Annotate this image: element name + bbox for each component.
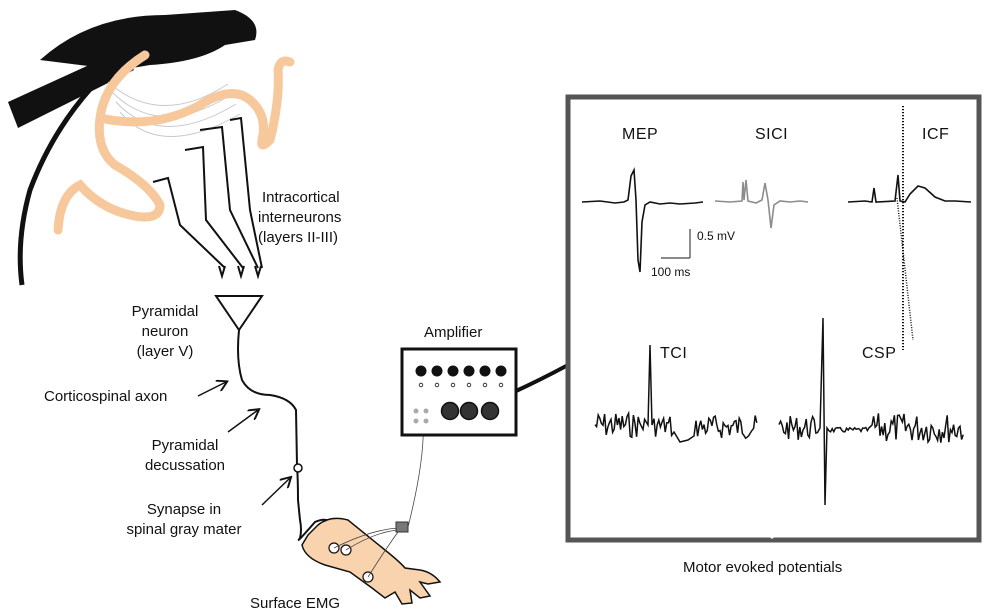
tci-label: TCI	[660, 345, 688, 362]
electrode-connector	[395, 521, 409, 533]
decussation-label-line1: Pyramidal	[151, 437, 219, 454]
tci-trace	[594, 344, 758, 443]
tci-trace-line	[594, 344, 758, 443]
pyramidal-label-line3: (layer V)	[136, 343, 194, 360]
sici-label: SICI	[755, 126, 789, 143]
interneurons-label-line2: interneurons	[258, 209, 342, 226]
corticospinal-axon	[237, 329, 341, 541]
synapse-spinal	[293, 463, 303, 473]
electrode-leads	[333, 527, 399, 578]
amplifier-indicator-dots	[413, 408, 429, 424]
pyramidal-neuron	[214, 295, 264, 332]
oscilloscope-frame	[565, 94, 982, 543]
amplifier-label: Amplifier	[424, 324, 483, 341]
mep-trace	[581, 167, 704, 273]
csp-trace-line	[778, 317, 964, 506]
amplifier-input-knobs	[415, 365, 507, 377]
cortex-ribbon	[53, 50, 295, 235]
csp-label: CSP	[862, 345, 897, 362]
scale-time-label: 100 ms	[651, 265, 691, 279]
sici-trace	[714, 179, 809, 229]
synapse-label-line2: spinal gray mater	[126, 521, 242, 538]
motor-evoked-potentials-label: Motor evoked potentials	[683, 559, 843, 576]
scale-voltage-label: 0.5 mV	[697, 229, 736, 243]
scalp-outline	[17, 53, 127, 286]
icf-label: ICF	[922, 126, 950, 143]
amplifier-dials	[440, 401, 500, 421]
monitor-cable	[515, 363, 569, 393]
synapse-label-line1: Synapse in	[146, 501, 222, 518]
mep-label: MEP	[622, 126, 659, 143]
surface-emg-label: Surface EMG	[250, 595, 341, 612]
icf-trace	[847, 174, 972, 203]
frame-dot	[770, 535, 774, 539]
interneurons-label-line3: (layers II-III)	[258, 229, 339, 246]
tms-coil	[8, 10, 257, 128]
amplifier-small-ports	[418, 382, 504, 388]
forearm	[301, 517, 442, 605]
intracortical-interneurons	[152, 116, 263, 280]
decussation-label-line2: decussation	[144, 457, 226, 474]
pyramidal-label-line1: Pyramidal	[131, 303, 199, 320]
csp-trace	[778, 317, 964, 506]
interneurons-label-line1: Intracortical	[262, 189, 340, 206]
scale-bar	[661, 229, 691, 259]
pyramidal-label-line2: neuron	[141, 323, 189, 340]
magnetic-field-lines	[107, 81, 241, 137]
amplifier-box	[400, 347, 518, 437]
corticospinal-axon-label: Corticospinal axon	[44, 388, 168, 405]
